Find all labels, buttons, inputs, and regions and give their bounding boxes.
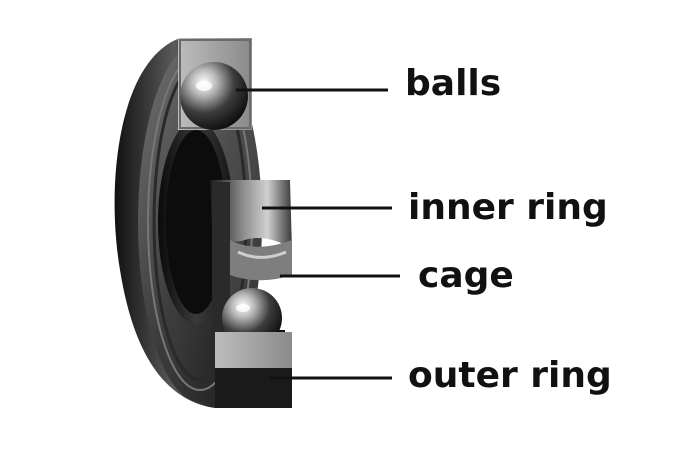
label-balls: balls <box>405 63 502 104</box>
cage <box>230 240 292 281</box>
inner-ring-section <box>210 180 292 330</box>
outer-ring-section-bottom <box>215 332 292 408</box>
label-cage: cage <box>418 255 514 296</box>
label-inner-ring: inner ring <box>408 187 608 228</box>
label-outer-ring: outer ring <box>408 355 612 396</box>
ball-top <box>180 62 248 130</box>
